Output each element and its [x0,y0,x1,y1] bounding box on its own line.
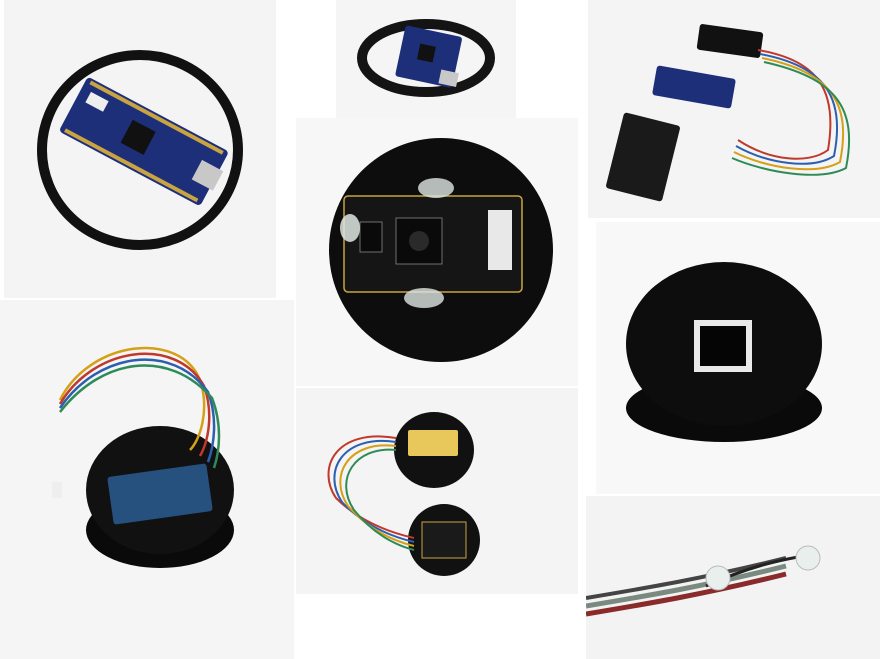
wired-puck-image [52,346,234,568]
battery [408,430,458,456]
photo-round-pcb [296,118,578,386]
led-1 [705,565,731,591]
photo-wired-puck [0,300,294,659]
black-ring [37,50,243,250]
nano-band-image [357,19,495,97]
modules-image [606,24,851,202]
round-pcb-image [329,138,553,362]
bluetooth-board [107,463,213,525]
nano-board [60,77,228,205]
sensor-disc-image [626,262,822,442]
usb-module [696,24,764,58]
photo-nano-band [336,0,516,118]
photo-breakout-modules [588,0,880,218]
sensor-window [700,326,746,366]
two-pucks-image [327,412,480,576]
photo-two-pucks [296,388,578,594]
photo-sensor-disc [596,222,880,494]
nano-module [652,65,736,109]
photo-wire-harness [586,496,880,659]
nano-ring-image [37,50,243,250]
nano-board [395,25,462,88]
bluetooth-module [606,112,680,202]
photo-nano-ring [4,0,276,298]
black-band [357,19,495,97]
wire-harness-image [586,545,821,617]
led-2 [795,545,821,571]
